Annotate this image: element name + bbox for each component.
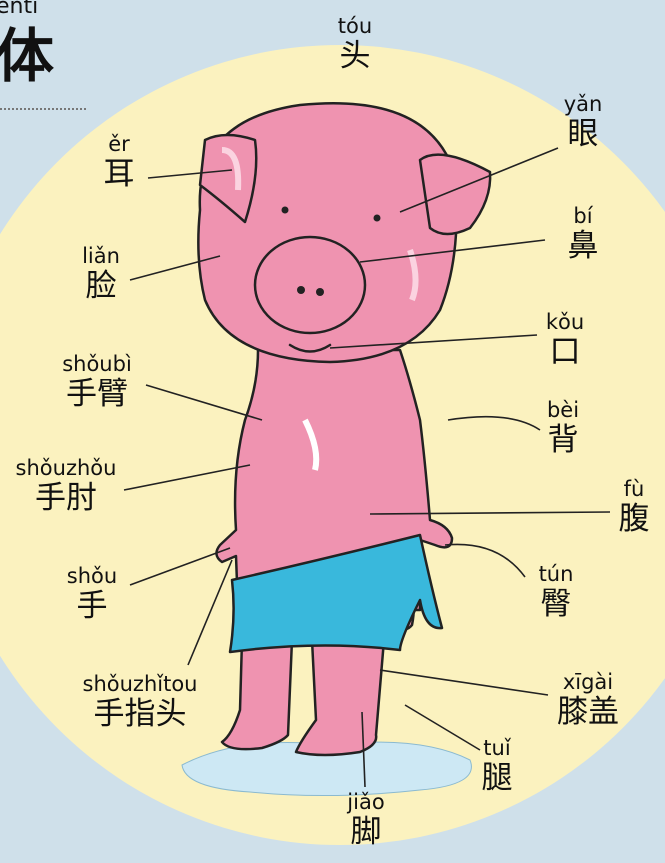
pinyin-jiao: jiǎo <box>326 790 406 814</box>
pinyin-shoubi: shǒubì <box>42 352 152 376</box>
pinyin-bei: bèi <box>528 398 598 422</box>
label-xigai: xīgài 膝盖 <box>538 670 638 730</box>
title-hanzi: 体 <box>0 24 54 88</box>
right-nostril <box>316 288 324 296</box>
hanzi-er: 耳 <box>84 156 154 192</box>
pinyin-shou: shǒu <box>52 564 132 588</box>
pinyin-bi: bí <box>548 204 618 228</box>
label-yan: yǎn 眼 <box>548 92 618 152</box>
hanzi-tun: 臀 <box>516 586 596 622</box>
hanzi-bi: 鼻 <box>548 228 618 264</box>
snout <box>255 237 365 333</box>
label-bei: bèi 背 <box>528 398 598 458</box>
hanzi-tou: 头 <box>320 38 390 74</box>
label-shoubi: shǒubì 手臂 <box>42 352 152 412</box>
pinyin-tui: tuǐ <box>462 736 532 760</box>
pinyin-fu: fù <box>603 477 665 501</box>
hanzi-shouzhou: 手肘 <box>2 480 130 516</box>
hanzi-bei: 背 <box>528 422 598 458</box>
hanzi-shouzhitou: 手指头 <box>70 696 210 732</box>
label-jiao: jiǎo 脚 <box>326 790 406 850</box>
label-er: ěr 耳 <box>84 132 154 192</box>
label-tui: tuǐ 腿 <box>462 736 532 796</box>
label-shouzhitou: shǒuzhǐtou 手指头 <box>70 672 210 732</box>
hanzi-yan: 眼 <box>548 116 618 152</box>
label-tun: tún 臀 <box>516 562 596 622</box>
hanzi-fu: 腹 <box>603 501 665 537</box>
hanzi-lian: 脸 <box>66 268 136 304</box>
hanzi-jiao: 脚 <box>326 814 406 850</box>
title-dotted-rule <box>0 108 86 110</box>
left-nostril <box>297 286 305 294</box>
label-shou: shǒu 手 <box>52 564 132 624</box>
pinyin-tou: tóu <box>320 14 390 38</box>
label-shouzhou: shǒuzhǒu 手肘 <box>2 456 130 516</box>
pinyin-xigai: xīgài <box>538 670 638 694</box>
title-pinyin: enti <box>0 0 38 19</box>
label-tou: tóu 头 <box>320 14 390 74</box>
left-eye <box>282 207 289 214</box>
hanzi-shoubi: 手臂 <box>42 376 152 412</box>
hanzi-tui: 腿 <box>462 760 532 796</box>
label-fu: fù 腹 <box>603 477 665 537</box>
hanzi-kou: 口 <box>530 334 600 370</box>
pinyin-lian: liǎn <box>66 244 136 268</box>
pinyin-er: ěr <box>84 132 154 156</box>
label-kou: kǒu 口 <box>530 310 600 370</box>
pinyin-tun: tún <box>516 562 596 586</box>
hanzi-shou: 手 <box>52 588 132 624</box>
hanzi-xigai: 膝盖 <box>538 694 638 730</box>
pinyin-shouzhou: shǒuzhǒu <box>2 456 130 480</box>
pinyin-kou: kǒu <box>530 310 600 334</box>
right-eye <box>374 215 381 222</box>
pinyin-yan: yǎn <box>548 92 618 116</box>
pinyin-shouzhitou: shǒuzhǐtou <box>70 672 210 696</box>
label-lian: liǎn 脸 <box>66 244 136 304</box>
label-bi: bí 鼻 <box>548 204 618 264</box>
